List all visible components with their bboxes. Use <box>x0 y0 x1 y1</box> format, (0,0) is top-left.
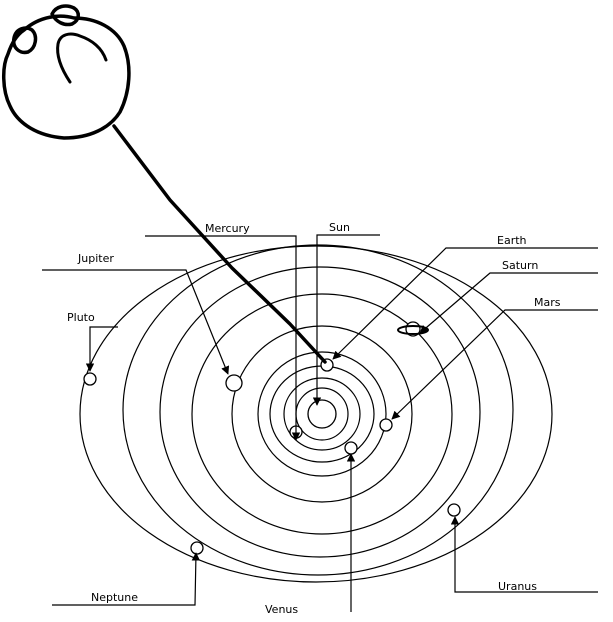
orbit-uranus <box>159 266 481 558</box>
neptune-body <box>190 541 204 555</box>
pluto-leader <box>85 326 118 372</box>
earth-label: Earth <box>497 234 527 247</box>
uranus-label: Uranus <box>498 580 537 593</box>
saturn-label: Saturn <box>502 259 538 272</box>
venus-label: Venus <box>265 603 298 616</box>
jupiter-body <box>225 374 243 392</box>
pluto-body <box>83 372 97 386</box>
leader-lines <box>42 234 598 612</box>
neptune-leader <box>52 552 201 606</box>
orbit-mars <box>257 351 387 477</box>
orbit-jupiter <box>231 325 413 503</box>
thumb <box>50 4 80 27</box>
sun-leader <box>312 234 380 406</box>
finger-crease <box>56 32 108 84</box>
mars-leader <box>391 309 598 420</box>
uranus-body <box>447 503 461 517</box>
mercury-label: Mercury <box>205 222 250 235</box>
pluto-label: Pluto <box>67 311 95 324</box>
jupiter-label: Jupiter <box>77 252 114 265</box>
hand-outline <box>2 14 131 140</box>
saturn-leader <box>419 272 598 334</box>
mercury-leader <box>145 235 301 441</box>
finger <box>11 26 38 55</box>
bodies <box>83 358 461 555</box>
uranus-leader <box>450 516 598 593</box>
neptune-label: Neptune <box>91 591 138 604</box>
hand-holding-string-icon <box>2 4 327 364</box>
orbit-pluto <box>79 245 553 583</box>
orbit-venus <box>283 377 361 451</box>
orbits <box>79 244 553 583</box>
ringed-planet-icon <box>397 321 429 337</box>
sun-body <box>307 399 337 429</box>
earth-leader <box>332 247 598 360</box>
venus-body <box>344 441 358 455</box>
sun-label: Sun <box>329 221 350 234</box>
orbit-saturn <box>191 293 453 535</box>
mars-body <box>379 418 393 432</box>
labels: Mercury Sun Earth Jupiter Saturn Mars Pl… <box>67 221 561 616</box>
mars-label: Mars <box>534 296 561 309</box>
jupiter-leader <box>42 269 230 375</box>
string-line <box>112 124 327 364</box>
orbit-neptune <box>122 244 514 576</box>
